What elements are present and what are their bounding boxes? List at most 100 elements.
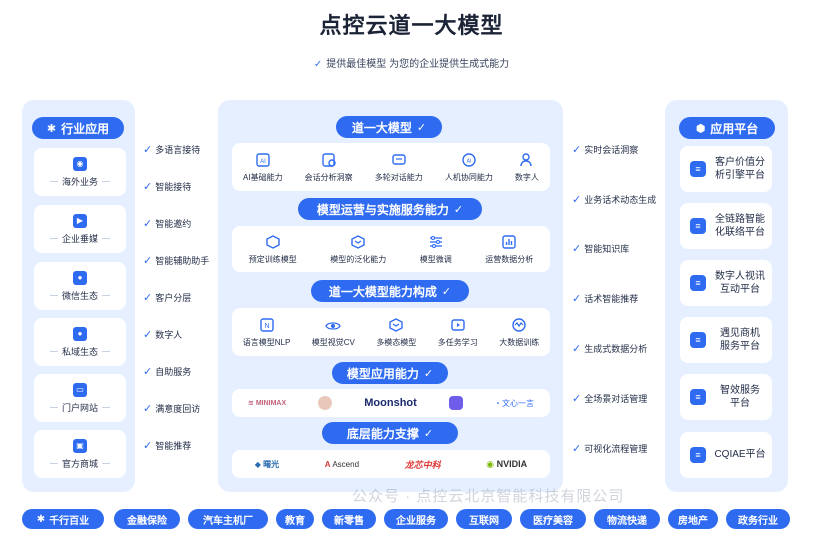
shop-icon: ▣ <box>73 438 87 453</box>
page-subtitle: ✓提供最佳模型 为您的企业提供生成式能力 <box>0 55 823 70</box>
app-platform-header[interactable]: ⬢应用平台 <box>679 117 775 139</box>
left-feature: ✓客户分层 <box>143 291 191 304</box>
minimax-logo: ≋ MINIMAX <box>248 400 287 407</box>
industry-card-private[interactable]: ●私域生态 <box>34 318 126 366</box>
feature-text: 满意度回访 <box>155 404 201 414</box>
industry-tag[interactable]: 房地产 <box>668 509 718 529</box>
layers-icon: ≡ <box>690 218 706 234</box>
feature-text: 自助服务 <box>155 367 192 377</box>
check-icon: ✓ <box>313 59 323 70</box>
cube-icon: ⬢ <box>695 122 706 135</box>
capability-label: 运营数据分析 <box>485 254 534 264</box>
left-feature: ✓智能推荐 <box>143 439 191 452</box>
feature-text: 业务话术动态生成 <box>584 195 657 205</box>
feature-text: 多语言接待 <box>155 145 201 155</box>
industry-tag[interactable]: 企业服务 <box>384 509 448 529</box>
capability-item[interactable]: 模型微调 <box>420 234 452 265</box>
check-circle-icon: ✓ <box>441 285 452 298</box>
check-icon: ✓ <box>572 343 582 355</box>
check-icon: ✓ <box>572 194 582 206</box>
capability-item[interactable]: 会话分析洞察 <box>305 152 353 183</box>
capability-item[interactable]: 模型的泛化能力 <box>330 234 386 265</box>
feature-text: 实时会话洞察 <box>584 145 639 155</box>
capability-item[interactable]: 预定训练模型 <box>249 234 297 265</box>
left-feature: ✓多语言接待 <box>143 143 200 156</box>
left-feature: ✓智能辅助助手 <box>143 254 209 267</box>
industry-tag-all[interactable]: ✱千行百业 <box>22 509 104 529</box>
platform-card[interactable]: ≡客户价值分 析引擎平台 <box>680 146 772 192</box>
feature-text: 智能推荐 <box>155 441 192 451</box>
section-header-foundation[interactable]: 底层能力支撑✓ <box>322 422 458 444</box>
cube-icon <box>265 234 281 250</box>
right-feature: ✓可视化流程管理 <box>572 442 647 455</box>
capability-label: 模型微调 <box>419 254 452 264</box>
industry-tag[interactable]: 互联网 <box>456 509 512 529</box>
platform-card[interactable]: ≡遇见商机 服务平台 <box>680 317 772 363</box>
industry-tag[interactable]: 金融保险 <box>114 509 180 529</box>
subtitle-text: 提供最佳模型 为您的企业提供生成式能力 <box>326 59 510 70</box>
person-icon <box>519 152 535 168</box>
check-icon: ✓ <box>572 243 582 255</box>
section-header-composition[interactable]: 道一大模型能力构成 ✓ <box>311 280 469 302</box>
right-feature: ✓生成式数据分析 <box>572 342 647 355</box>
feature-text: 全场景对话管理 <box>584 394 648 404</box>
industry-tag[interactable]: 汽车主机厂 <box>188 509 268 529</box>
platform-card[interactable]: ≡数字人视讯 互动平台 <box>680 260 772 306</box>
page-title: 点控云道一大模型 <box>319 13 504 38</box>
capability-label: 会话分析洞察 <box>304 172 353 182</box>
capability-label: 模型视觉CV <box>311 337 355 347</box>
platform-card[interactable]: ≡智效服务 平台 <box>680 374 772 420</box>
tag-label: 千行百业 <box>49 515 90 527</box>
capability-item[interactable]: 数字人 <box>515 152 539 183</box>
check-circle-icon: ✓ <box>423 427 434 440</box>
logo-text: 曙光 <box>263 459 280 469</box>
section-title: 道一大模型能力构成 <box>328 284 437 299</box>
industry-tag[interactable]: 教育 <box>276 509 314 529</box>
sugon-logo: ◆ 曙光 <box>254 459 280 469</box>
section-header-application[interactable]: 模型应用能力✓ <box>332 362 448 384</box>
logo-row-models: ≋ MINIMAX Moonshot ◔ 文心一言 <box>232 389 550 417</box>
industry-tag[interactable]: 政务行业 <box>726 509 790 529</box>
left-feature: ✓数字人 <box>143 328 182 341</box>
industry-card-overseas[interactable]: ◉海外业务 <box>34 148 126 196</box>
svg-text:N: N <box>264 323 269 330</box>
industry-tag[interactable]: 医疗美容 <box>520 509 586 529</box>
grid-icon: ✱ <box>46 122 57 135</box>
capability-label: 模型的泛化能力 <box>330 254 387 264</box>
industry-card-mall[interactable]: ▣官方商城 <box>34 430 126 478</box>
feature-text: 可视化流程管理 <box>584 444 648 454</box>
capability-row-2: 预定训练模型 模型的泛化能力 模型微调 运营数据分析 <box>232 226 550 272</box>
feature-text: 客户分层 <box>155 293 192 303</box>
industry-tag[interactable]: 新零售 <box>322 509 376 529</box>
ai-icon: AI <box>255 152 271 168</box>
capability-item[interactable]: 运营数据分析 <box>485 234 533 265</box>
section-header-operation[interactable]: 模型运营与实施服务能力✓ <box>298 198 482 220</box>
check-icon: ✓ <box>572 443 582 455</box>
collab-icon: AI <box>461 152 477 168</box>
capability-item[interactable]: 大数据训练 <box>499 317 539 348</box>
industry-tag[interactable]: 物流快递 <box>594 509 660 529</box>
left-feature: ✓智能邀约 <box>143 217 191 230</box>
capability-item[interactable]: 多轮对话能力 <box>375 152 423 183</box>
analysis-icon <box>321 152 337 168</box>
industry-app-label: 行业应用 <box>61 121 110 136</box>
capability-item[interactable]: 多任务学习 <box>438 317 478 348</box>
capability-item[interactable]: 多模态模型 <box>376 317 416 348</box>
industry-app-header[interactable]: ✱ 行业应用 <box>32 117 124 139</box>
nvidia-logo: ◉ NVIDIA <box>486 458 528 469</box>
logo-text: NVIDIA <box>496 458 528 469</box>
industry-card-media[interactable]: ▶企业垂媒 <box>34 205 126 253</box>
layers-icon: ≡ <box>690 161 706 177</box>
capability-item[interactable]: 模型视觉CV <box>312 317 355 348</box>
feature-text: 话术智能推荐 <box>584 294 639 304</box>
platform-card[interactable]: ≡CQIAE平台 <box>680 432 772 478</box>
section-header-model[interactable]: 道一大模型✓ <box>336 116 442 138</box>
card-label: 全链路智能 化联络平台 <box>715 213 765 239</box>
platform-card[interactable]: ≡ 全链路智能 化联络平台 <box>680 203 772 249</box>
industry-card-portal[interactable]: ▭门户网站 <box>34 374 126 422</box>
layers-icon: ≡ <box>690 275 706 291</box>
industry-card-wechat[interactable]: ●微信生态 <box>34 262 126 310</box>
